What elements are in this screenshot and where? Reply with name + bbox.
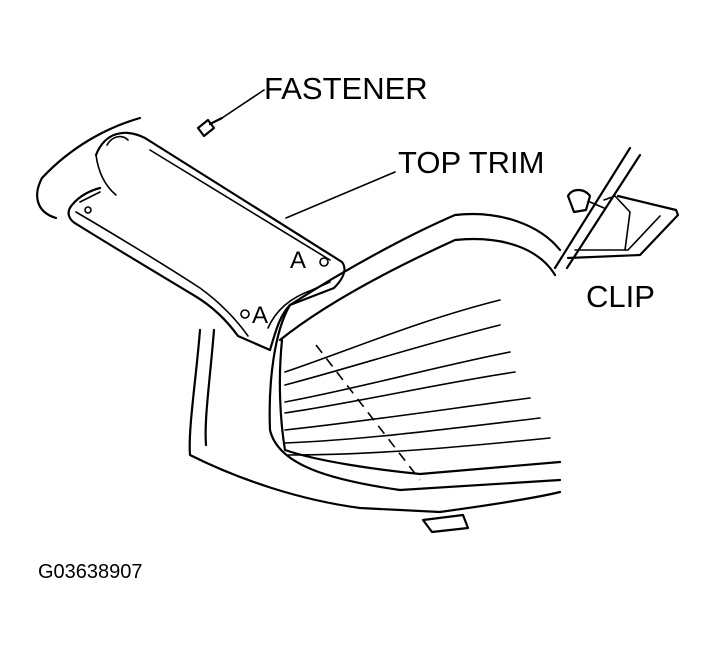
leader-lines [221, 89, 396, 219]
marker-a-lower: A [252, 302, 268, 329]
marker-a-upper: A [290, 247, 306, 274]
top-trim-label: TOP TRIM [398, 145, 544, 180]
vehicle-body-outline [36, 116, 562, 514]
top-trim-panel [67, 131, 346, 352]
fastener-icon [196, 116, 224, 138]
rear-window [268, 213, 562, 534]
clip-label: CLIP [586, 279, 655, 314]
clip-icon [553, 146, 680, 270]
fastener-label: FASTENER [264, 71, 428, 106]
figure-code: G03638907 [38, 561, 143, 583]
